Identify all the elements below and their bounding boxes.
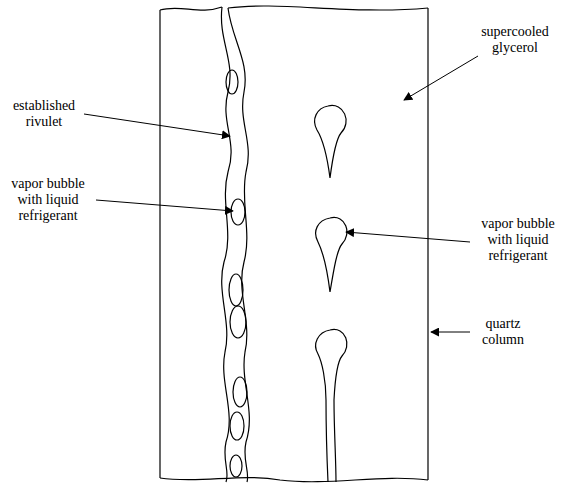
leader-arrow: [404, 56, 478, 100]
leader-arrow: [431, 332, 470, 333]
vapor-bubble: [226, 70, 238, 94]
break-line: [160, 7, 222, 10]
column-wall: [159, 10, 160, 478]
column-wall: [427, 8, 428, 480]
leader-arrow: [84, 114, 230, 136]
teardrop-bubble: [316, 217, 347, 292]
teardrop-bubble: [316, 329, 347, 482]
leader-arrow: [346, 232, 470, 242]
break-line: [228, 6, 428, 10]
vapor-bubble: [229, 274, 243, 306]
callout-label: quartz column: [471, 316, 535, 348]
teardrop-bubble: [315, 105, 346, 178]
vapor-bubble: [231, 199, 245, 225]
break-line: [160, 478, 428, 482]
vapor-bubble: [230, 412, 244, 440]
vapor-bubble: [230, 306, 246, 338]
vapor-bubble: [230, 455, 242, 477]
callout-label: vapor bubble with liquid refrigerant: [472, 216, 564, 264]
vapor-bubble: [233, 377, 247, 407]
callout-label: supercooled glycerol: [470, 24, 560, 56]
rivulet-edge: [228, 8, 249, 482]
callout-label: vapor bubble with liquid refrigerant: [3, 176, 93, 224]
callout-label: established rivulet: [4, 98, 84, 130]
leader-arrow: [96, 200, 233, 211]
